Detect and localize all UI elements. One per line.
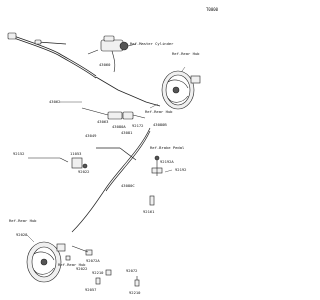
label-92072a: 92072A	[86, 258, 100, 263]
label-92210: 92210	[129, 290, 141, 295]
label-ref-brake-pedal: Ref.Brake Pedal	[150, 145, 184, 150]
label-92022-top: 92022	[78, 169, 89, 174]
master-cylinder	[87, 35, 137, 73]
label-ref-master-cylinder: Ref.Master Cylinder	[130, 41, 174, 46]
bottom-small-parts	[65, 245, 112, 285]
leader-92028	[26, 234, 35, 243]
leader-92192	[164, 169, 173, 173]
pin-right	[149, 195, 155, 206]
label-92210b: 92210	[92, 270, 104, 275]
label-92028: 92028	[16, 232, 28, 237]
label-ref-rear-hub-left: Ref.Rear Hub	[9, 218, 37, 223]
label-43080c: 43080C	[121, 183, 135, 188]
label-92022-bot: 92022	[76, 266, 87, 271]
brake-line-upper	[13, 35, 161, 107]
label-92192: 92192	[175, 167, 186, 172]
brake-system-exploded-diagram: T0000 Ref.Master Cylinder 43060 Ref.Rear…	[7, 7, 219, 295]
rear-brake-drum-bottom	[26, 241, 66, 283]
brake-cable-lower	[71, 127, 151, 233]
label-92192a: 92192A	[160, 159, 174, 164]
label-11053: 11053	[70, 151, 81, 156]
label-43049: 43049	[85, 133, 97, 138]
label-43080a: 43080A	[112, 124, 126, 129]
label-ref-rear-hub-bottom: Ref.Rear Hub	[58, 262, 86, 267]
label-92057: 92057	[85, 287, 96, 292]
label-92161: 92161	[143, 209, 155, 214]
label-ref-rear-hub-top: Ref.Rear Hub	[172, 51, 200, 56]
label-43081: 43081	[121, 130, 133, 135]
banjo-fitting-top-left	[7, 32, 42, 45]
label-43063: 43063	[97, 119, 108, 124]
center-connector-group	[81, 107, 146, 120]
label-43080b: 43080B	[153, 122, 167, 127]
right-side-screws	[134, 276, 140, 287]
brake-pedal-link	[151, 155, 163, 176]
bracket-group-left	[28, 157, 88, 169]
label-92072: 92072	[126, 268, 137, 273]
label-43060: 43060	[99, 62, 111, 67]
drawing-number: T0000	[206, 7, 219, 12]
label-92172: 92172	[132, 123, 143, 128]
label-ref-rear-hub-mid: Ref.Rear Hub	[145, 109, 173, 114]
label-43062: 43062	[49, 99, 60, 104]
label-92152: 92152	[13, 151, 24, 156]
rear-brake-drum-top	[161, 70, 201, 110]
